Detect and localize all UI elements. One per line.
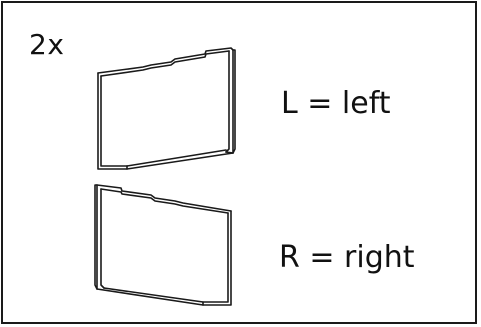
- right-part-illustration: [94, 184, 232, 306]
- left-part-label: L = left: [281, 86, 391, 121]
- instruction-panel: 2x L = left: [1, 1, 477, 324]
- right-part-label: R = right: [279, 240, 415, 275]
- quantity-label: 2x: [29, 28, 65, 61]
- left-part-illustration: [97, 47, 236, 170]
